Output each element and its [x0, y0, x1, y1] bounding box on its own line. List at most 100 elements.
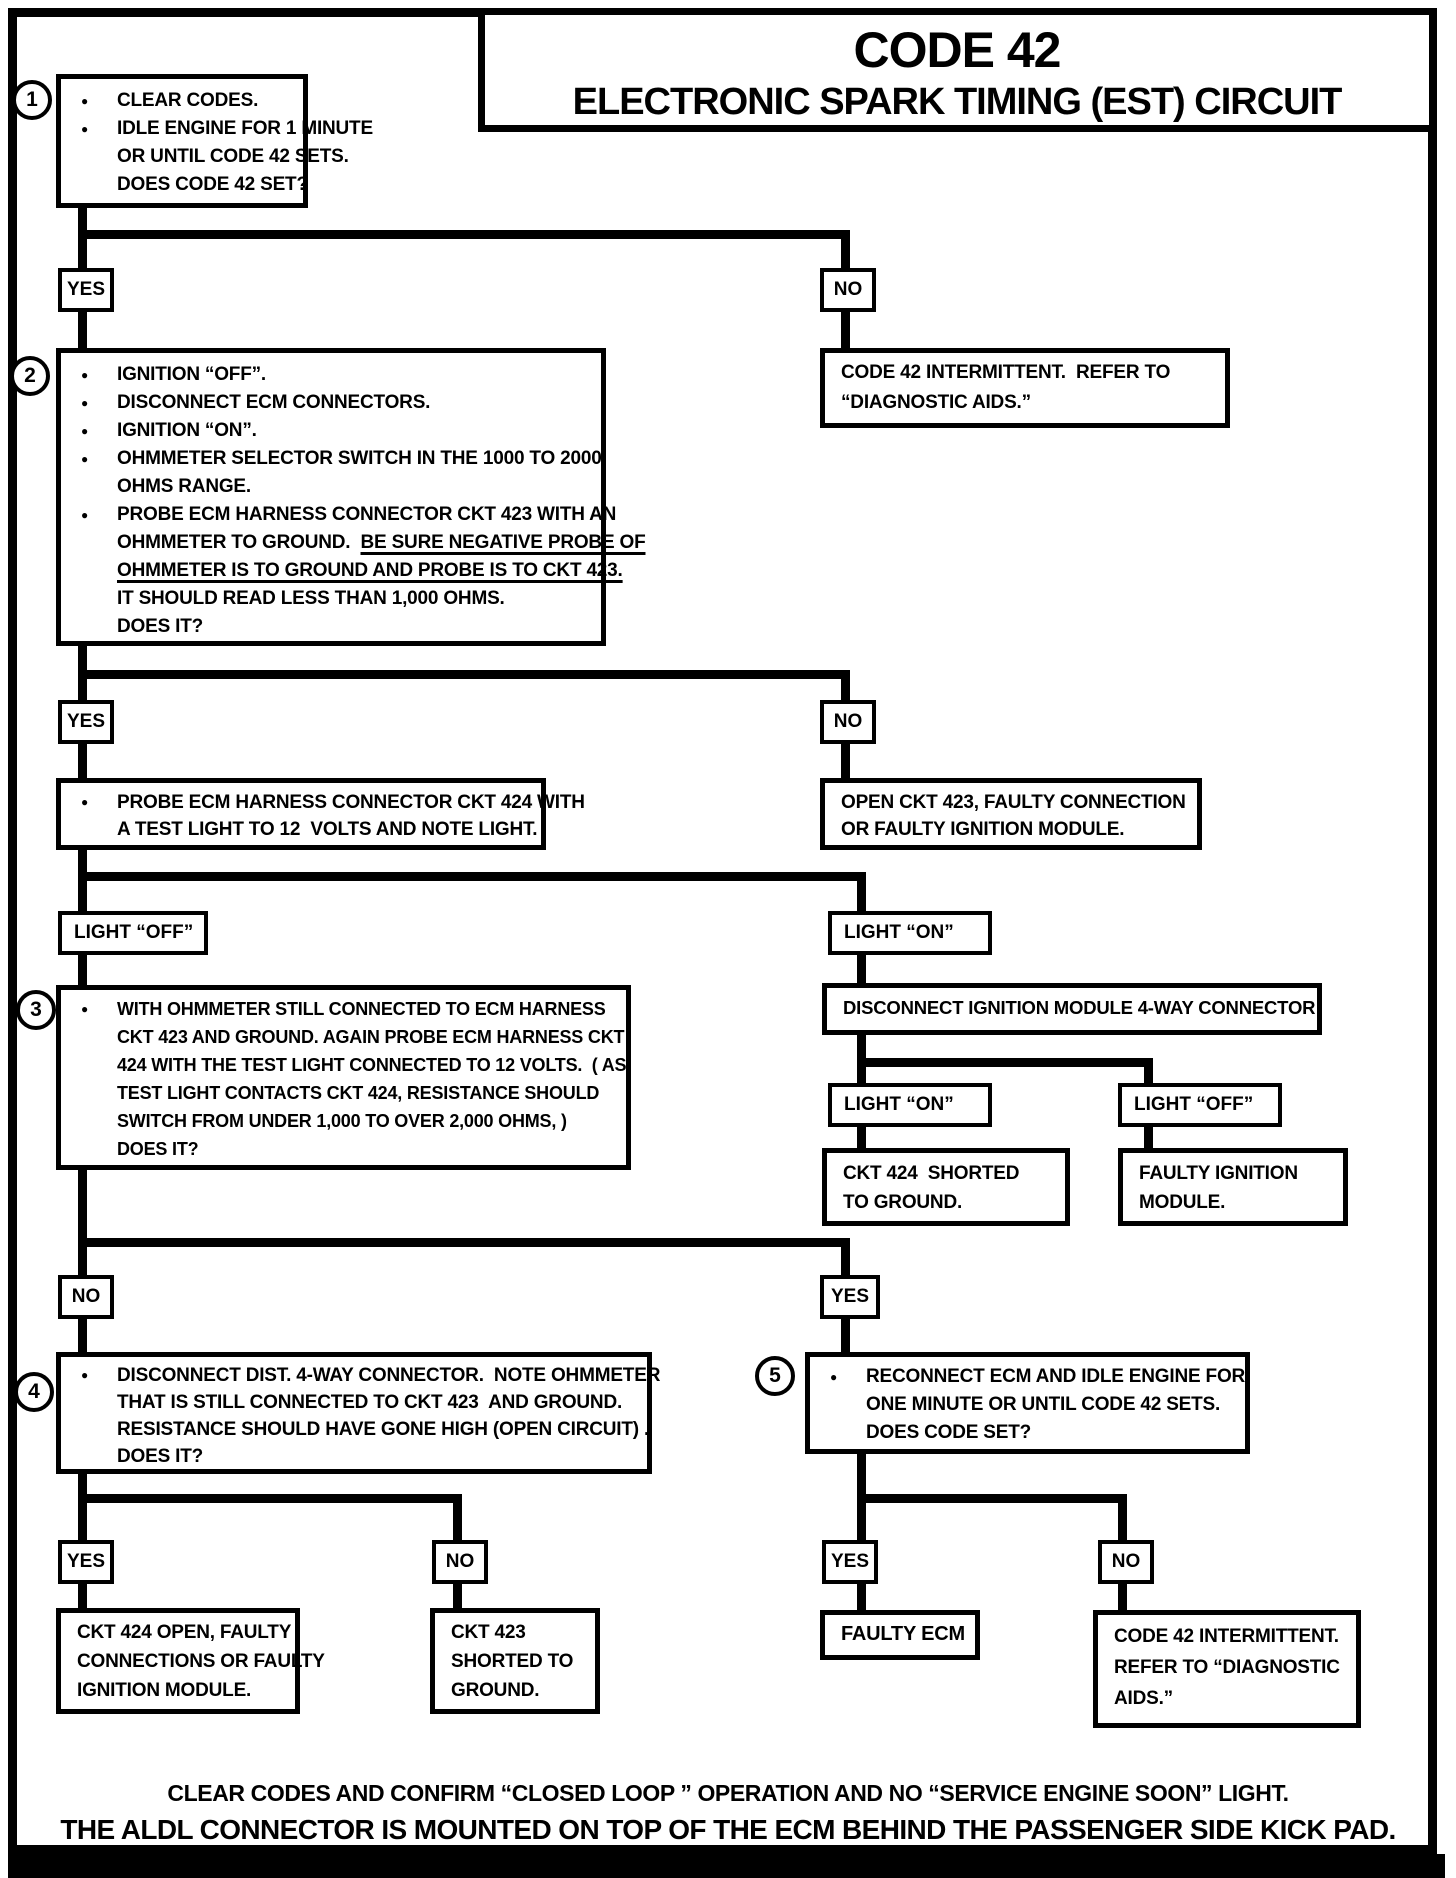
bullet-icon: ● — [81, 452, 89, 466]
result-ckt424-shorted-box: CKT 424 SHORTED TO GROUND. — [822, 1148, 1070, 1226]
step5-line: ONE MINUTE OR UNTIL CODE 42 SETS. — [810, 1391, 1245, 1419]
text-line: OHMMETER TO GROUND. — [117, 532, 361, 553]
step-number-3: 3 — [16, 990, 56, 1030]
step-number-2: 2 — [10, 356, 50, 396]
step3-line: 424 WITH THE TEST LIGHT CONNECTED TO 12 … — [61, 1051, 627, 1079]
disconnect-line: DISCONNECT IGNITION MODULE 4-WAY CONNECT… — [827, 988, 1317, 1028]
connector-line — [453, 1503, 462, 1540]
branch-label: YES — [66, 1551, 106, 1572]
step2-line: IT SHOULD READ LESS THAN 1,000 OHMS. — [61, 585, 601, 613]
branch-no-3: NO — [58, 1275, 114, 1319]
probe-ckt424-box: ● PROBE ECM HARNESS CONNECTOR CKT 424 WIT… — [56, 778, 585, 850]
connector-line — [857, 955, 866, 983]
text-line: DISCONNECT IGNITION MODULE 4-WAY CONNECT… — [843, 997, 1316, 1018]
text-line: OHMS RANGE. — [117, 476, 251, 497]
result-ckt424-open-box: CKT 424 OPEN, FAULTY CONNECTIONS OR FAUL… — [56, 1608, 325, 1714]
step4-line: THAT IS STILL CONNECTED TO CKT 423 AND G… — [61, 1389, 647, 1416]
branch-no-4: NO — [432, 1540, 488, 1584]
step2-line: DOES IT? — [61, 613, 601, 641]
text-line: SWITCH FROM UNDER 1,000 TO OVER 2,000 OH… — [117, 1111, 567, 1131]
disconnect-module-box: DISCONNECT IGNITION MODULE 4-WAY CONNECT… — [822, 983, 1322, 1035]
branch-yes-3: YES — [820, 1275, 880, 1319]
step3-box: ●WITH OHMMETER STILL CONNECTED TO ECM HA… — [56, 985, 631, 1170]
text-line: IGNITION “ON”. — [117, 420, 257, 441]
connector-line — [78, 679, 87, 700]
branch-label: NO — [71, 1286, 101, 1307]
connector-line — [841, 744, 850, 778]
text-line: OR UNTIL CODE 42 SETS. — [117, 146, 349, 167]
result-code42-intermittent-box: CODE 42 INTERMITTENT. REFER TO “DIAGNOST… — [820, 348, 1230, 428]
branch-light-off-1: LIGHT “OFF” — [58, 911, 208, 955]
step-number-1: 1 — [12, 80, 52, 120]
result-ckt423-shorted-box: CKT 423 SHORTED TO GROUND. — [430, 1608, 600, 1714]
step1-box: ●CLEAR CODES. ●IDLE ENGINE FOR 1 MINUTE … — [56, 74, 373, 208]
result-line: CODE 42 INTERMITTENT. REFER TO — [825, 358, 1225, 388]
text-line: CLEAR CODES. — [117, 90, 259, 111]
branch-label: LIGHT “OFF” — [1134, 1094, 1254, 1115]
connector-line — [857, 1584, 866, 1610]
page-title: CODE 42 — [853, 22, 1062, 78]
connector-line — [78, 312, 87, 348]
connector-line — [1144, 1127, 1153, 1148]
step4-line: ●DISCONNECT DIST. 4-WAY CONNECTOR. NOTE … — [61, 1362, 660, 1389]
step-number-4: 4 — [14, 1372, 54, 1412]
connector-line — [857, 1127, 866, 1148]
result-line: CKT 424 SHORTED — [827, 1159, 1065, 1188]
text-line: REFER TO “DIAGNOSTIC — [1114, 1657, 1340, 1678]
probe-line: ● PROBE ECM HARNESS CONNECTOR CKT 424 WIT… — [61, 789, 585, 816]
connector-line — [857, 881, 866, 911]
result-faulty-ecm-box: FAULTY ECM — [820, 1610, 980, 1660]
text-line: CKT 423 — [451, 1622, 526, 1643]
step2-line: ●PROBE ECM HARNESS CONNECTOR CKT 423 WIT… — [61, 501, 616, 529]
bullet-icon: ● — [830, 1370, 838, 1384]
result-line: AIDS.” — [1098, 1683, 1356, 1714]
result-line: TO GROUND. — [827, 1188, 1065, 1217]
text-line: CONNECTIONS OR FAULTY — [77, 1651, 325, 1672]
step-number-5-label: 5 — [769, 1364, 781, 1387]
step-number-2-label: 2 — [24, 364, 36, 387]
title-box: CODE 42 ELECTRONIC SPARK TIMING (EST) CI… — [478, 8, 1436, 132]
connector-line — [78, 850, 87, 874]
branch-label: NO — [1111, 1551, 1141, 1572]
result-line: IGNITION MODULE. — [61, 1676, 295, 1705]
page-border — [8, 8, 1437, 1854]
branch-no-2: NO — [820, 700, 876, 744]
text-line: CODE 42 INTERMITTENT. REFER TO — [841, 362, 1171, 383]
bullet-icon: ● — [81, 508, 89, 522]
branch-label: NO — [445, 1551, 475, 1572]
connector-line — [78, 955, 87, 985]
step2-line: OHMMETER TO GROUND. BE SURE NEGATIVE PRO… — [61, 529, 646, 557]
branch-label: YES — [66, 279, 106, 300]
text-line: OR FAULTY IGNITION MODULE. — [841, 819, 1125, 840]
text-line: IGNITION MODULE. — [77, 1680, 252, 1701]
result-code42-intermittent-box-2: CODE 42 INTERMITTENT. REFER TO “DIAGNOST… — [1093, 1610, 1361, 1728]
connector-line — [857, 1454, 866, 1496]
text-line: DOES IT? — [117, 616, 204, 637]
connector-line — [453, 1584, 462, 1608]
step-number-3-label: 3 — [30, 998, 42, 1021]
bullet-icon: ● — [81, 795, 89, 809]
text-line: CKT 424 SHORTED — [843, 1163, 1020, 1184]
text-line: ONE MINUTE OR UNTIL CODE 42 SETS. — [866, 1394, 1221, 1415]
branch-label: YES — [66, 711, 106, 732]
connector-line — [78, 1494, 462, 1503]
text-line: PROBE ECM HARNESS CONNECTOR CKT 424 WITH — [117, 792, 585, 813]
branch-label: LIGHT “ON” — [844, 922, 954, 943]
bullet-icon: ● — [81, 122, 89, 136]
connector-line — [78, 1503, 87, 1540]
probe-line: A TEST LIGHT TO 12 VOLTS AND NOTE LIGHT. — [61, 816, 541, 843]
text-line: CODE 42 INTERMITTENT. — [1114, 1626, 1339, 1647]
step5-line: DOES CODE SET? — [810, 1419, 1245, 1447]
step2-line: ●IGNITION “OFF”. — [61, 361, 601, 389]
branch-no-5: NO — [1098, 1540, 1154, 1584]
text-line: IGNITION “OFF”. — [117, 364, 266, 385]
text-line: AIDS.” — [1114, 1688, 1173, 1709]
connector-line — [857, 1058, 1153, 1067]
branch-label: LIGHT “OFF” — [74, 922, 194, 943]
step2-line: ●OHMMETER SELECTOR SWITCH IN THE 1000 TO… — [61, 445, 602, 473]
step2-line: OHMMETER IS TO GROUND AND PROBE IS TO CK… — [61, 557, 623, 585]
text-line: WITH OHMMETER STILL CONNECTED TO ECM HAR… — [117, 999, 606, 1019]
connector-line — [78, 1247, 87, 1275]
text-line: TO GROUND. — [843, 1192, 963, 1213]
connector-line — [78, 1474, 87, 1496]
